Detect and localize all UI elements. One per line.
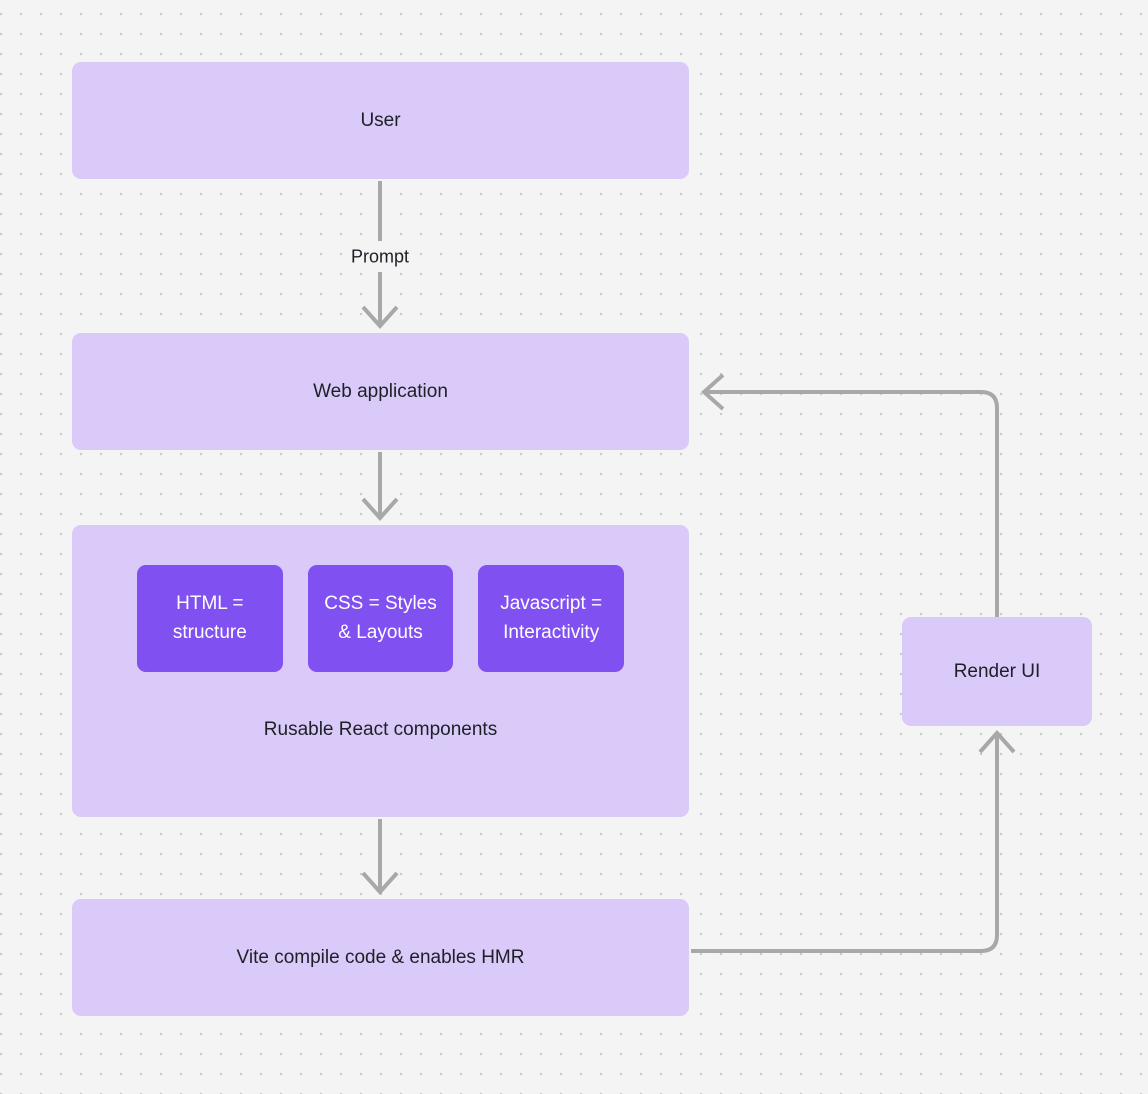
edge-webapp-to-components <box>361 452 399 521</box>
node-render-ui-label: Render UI <box>953 660 1041 682</box>
node-web-application[interactable]: Web application <box>72 333 689 450</box>
node-vite[interactable]: Vite compile code & enables HMR <box>72 899 689 1016</box>
node-render-ui[interactable]: Render UI <box>902 617 1092 726</box>
edge-vite-to-render <box>691 730 1016 953</box>
chip-html-label: HTML = structure <box>173 590 247 647</box>
chip-html[interactable]: HTML = structure <box>137 565 283 672</box>
node-web-application-label: Web application <box>313 380 448 402</box>
edge-label-prompt: Prompt <box>350 246 410 267</box>
node-react-components-group[interactable]: HTML = structure CSS = Styles & Layouts Ja… <box>72 525 689 817</box>
node-vite-label: Vite compile code & enables HMR <box>236 946 525 968</box>
chip-row: HTML = structure CSS = Styles & Layouts Ja… <box>137 565 625 672</box>
chip-javascript-label: Javascript = Interactivity <box>500 590 602 647</box>
node-user-label: User <box>360 109 401 131</box>
node-react-components-caption: Rusable React components <box>263 719 498 740</box>
chip-css-line1: CSS = Styles <box>324 593 437 614</box>
chip-html-line1: HTML = <box>176 593 244 614</box>
edge-render-to-webapp <box>701 373 999 619</box>
chip-html-line2: structure <box>172 621 247 643</box>
edge-components-to-vite <box>361 819 399 895</box>
chip-javascript-line1: Javascript = <box>500 593 603 614</box>
chip-javascript-line2: Interactivity <box>503 621 600 643</box>
chip-css[interactable]: CSS = Styles & Layouts <box>307 565 454 672</box>
chip-javascript[interactable]: Javascript = Interactivity <box>478 565 625 672</box>
chip-css-line2: & Layouts <box>338 621 423 643</box>
chip-css-label: CSS = Styles & Layouts <box>324 590 436 647</box>
node-user[interactable]: User <box>72 62 689 179</box>
